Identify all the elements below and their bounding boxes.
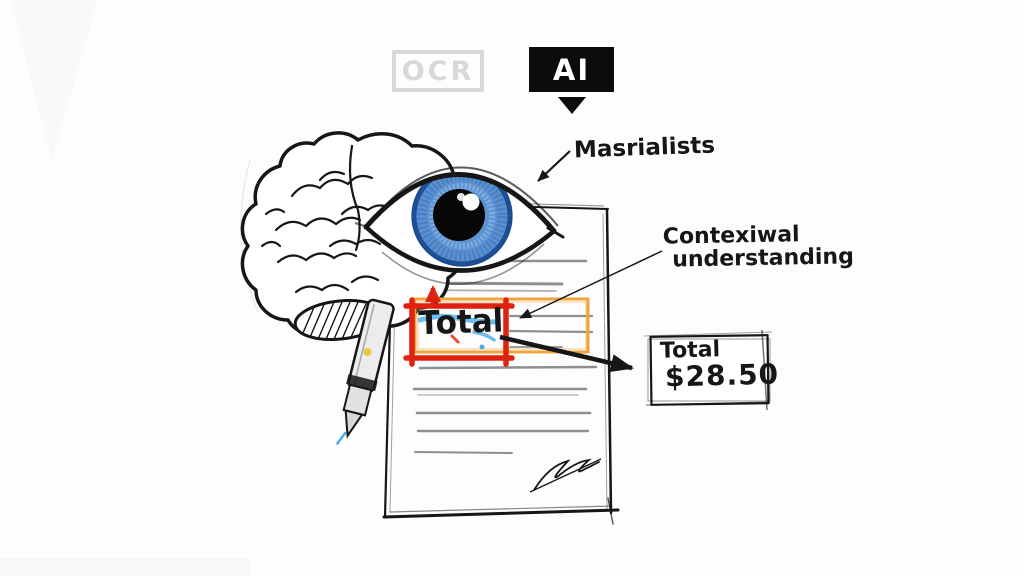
background-smudges — [0, 0, 259, 576]
label-arrow — [537, 150, 571, 182]
eye-icon — [354, 166, 565, 285]
pen-icon — [336, 298, 395, 445]
result-box — [643, 329, 773, 411]
signature-scribble — [529, 458, 602, 493]
triangle-down-icon — [558, 97, 586, 114]
pen-yellow-dot — [363, 348, 372, 357]
eye-annotation-label: Masrialists — [573, 132, 716, 164]
highlight-orange-box — [413, 297, 590, 354]
ocr-badge: OCR — [392, 50, 484, 92]
context-annotation-label: Contexiwal understanding — [663, 222, 854, 272]
document-highlight-text: Total — [417, 301, 504, 343]
iris — [411, 174, 513, 267]
brain-gyri — [260, 144, 392, 294]
context-pointer-line — [519, 250, 663, 319]
ai-badge: AI — [529, 47, 614, 92]
result-box-amount: $28.50 — [664, 357, 780, 394]
result-arrow — [499, 334, 634, 372]
highlight-red-box — [403, 297, 515, 367]
context-label-line2: understanding — [671, 244, 855, 273]
